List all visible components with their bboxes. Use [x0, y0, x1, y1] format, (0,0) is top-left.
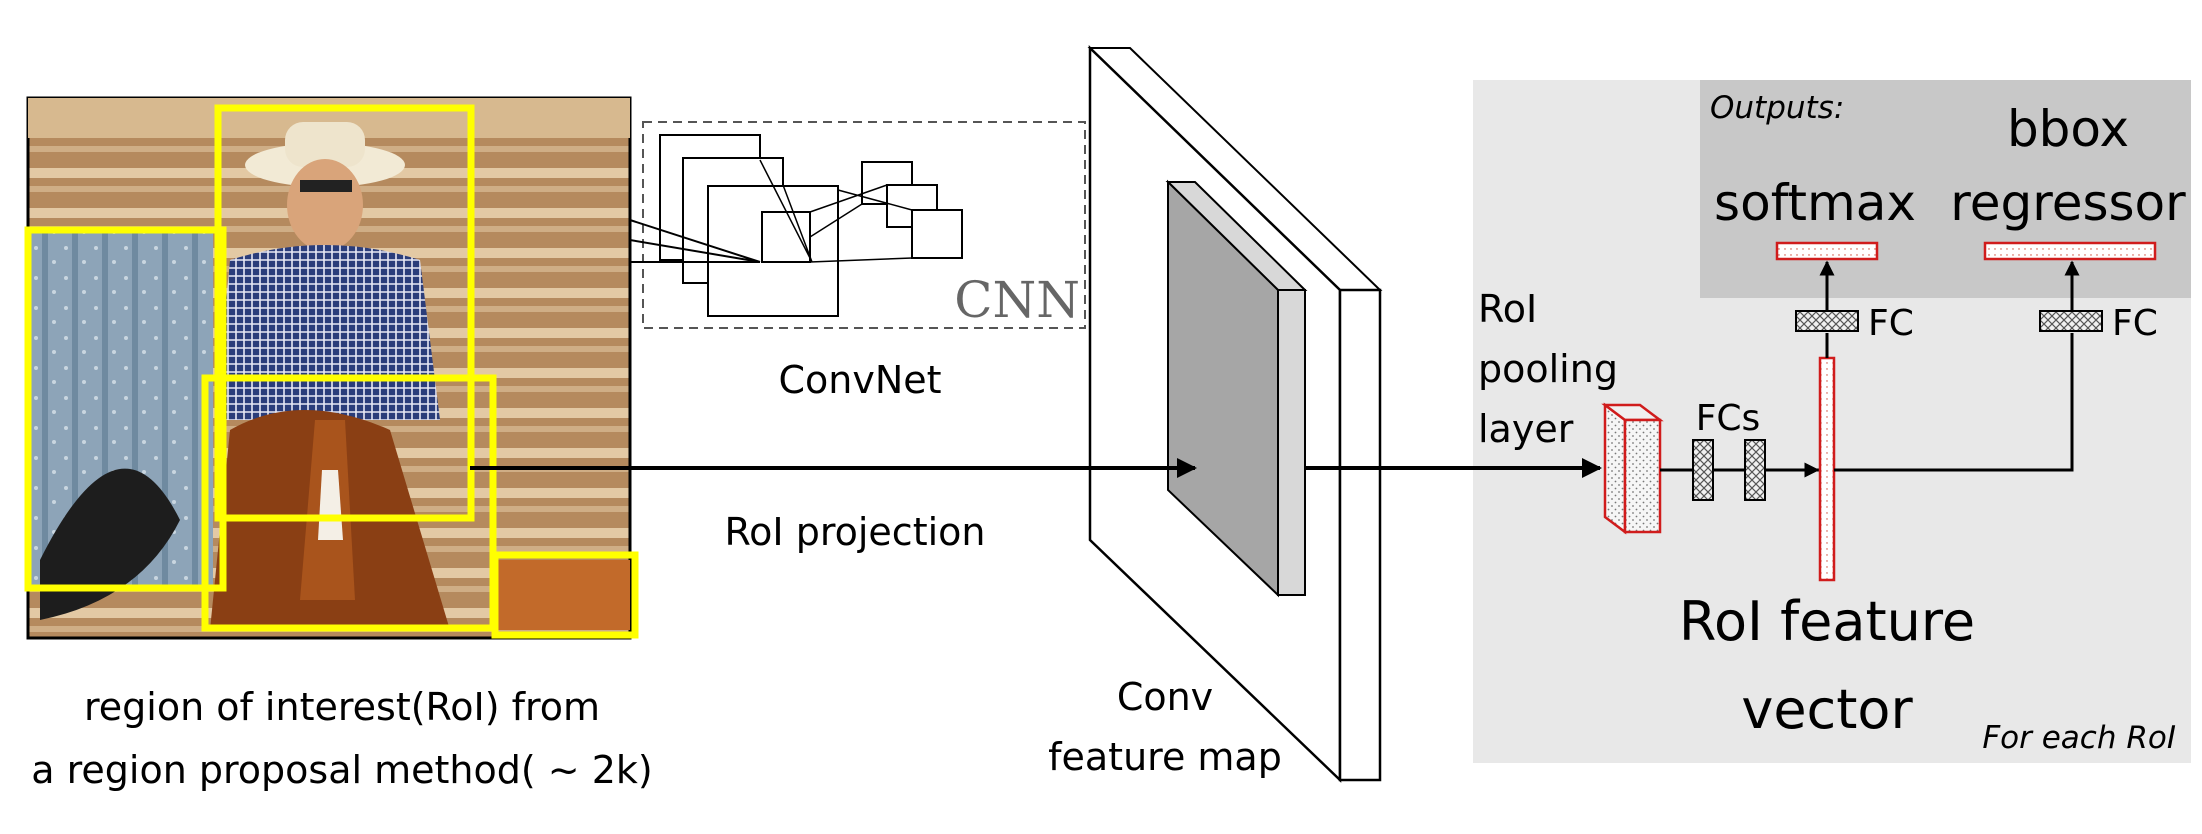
roi-projection-label: RoI projection — [724, 510, 985, 554]
roi-feature-vector-label-line2: vector — [1741, 678, 1913, 741]
roi-box — [24, 226, 227, 592]
bbox-label-line2: regressor — [1950, 174, 2186, 232]
fc-layer-1 — [1692, 439, 1714, 501]
roi-box — [214, 104, 475, 522]
softmax-label: softmax — [1714, 174, 1916, 232]
feature-map-label-line1: Conv — [1117, 675, 1213, 719]
outputs-header: Outputs: — [1710, 90, 1844, 126]
outputs-panel — [1700, 80, 2191, 298]
input-image — [24, 96, 639, 640]
input-caption-line1: region of interest(RoI) from — [84, 685, 600, 729]
connector-lines — [629, 219, 761, 263]
softmax-fc-layer — [1795, 310, 1859, 332]
fcs-label: FCs — [1696, 398, 1761, 439]
feature-map-front-edge — [1338, 288, 1382, 782]
roi-pooling-label-line1: RoI — [1478, 287, 1537, 331]
vector-to-bbox-line — [1834, 333, 2074, 472]
feature-map-label-line2: feature map — [1048, 735, 1282, 779]
bbox-fc-label: FC — [2112, 303, 2158, 344]
roi-feature-vector-label-line1: RoI feature — [1679, 590, 1975, 653]
softmax-output-bar — [1775, 241, 1879, 261]
bbox-output-bar — [1983, 241, 2157, 261]
cnn-inner-label: CNN — [954, 271, 1080, 329]
bbox-label-line1: bbox — [2007, 100, 2129, 158]
convnet-block: CNN — [642, 121, 1086, 329]
per-roi-note: For each RoI — [1982, 720, 2176, 756]
roi-box — [491, 551, 639, 639]
roi-box — [201, 374, 497, 632]
input-caption-line2: a region proposal method( ~ 2k) — [31, 748, 652, 792]
softmax-fc-label: FC — [1868, 303, 1914, 344]
fc-layer-2 — [1744, 439, 1766, 501]
conv-feature-map — [1087, 45, 1383, 783]
roi-pooling-label-line3: layer — [1478, 407, 1574, 451]
bbox-fc-layer — [2039, 310, 2103, 332]
convnet-label: ConvNet — [778, 358, 941, 402]
roi-projected-edge — [1277, 289, 1306, 596]
roi-feature-vector-bar — [1818, 356, 1836, 582]
roi-pooling-label-line2: pooling — [1478, 347, 1618, 391]
roi-boxes — [24, 104, 639, 639]
roi-pooling-layer — [1601, 402, 1664, 535]
